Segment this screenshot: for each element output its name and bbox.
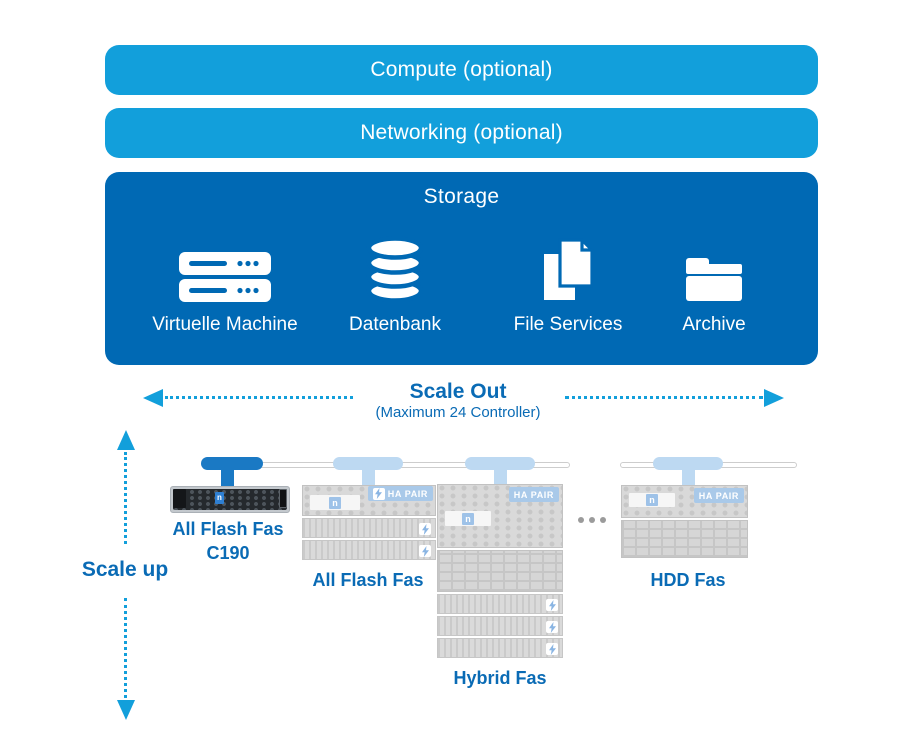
ha-pair-label: HA PAIR xyxy=(698,490,739,501)
scale-up-label: Scale up xyxy=(81,558,169,581)
database-icon xyxy=(310,232,480,302)
flash-bolt-icon xyxy=(419,545,431,557)
netapp-logo-icon: n xyxy=(329,496,341,509)
t-connector-hdd-fas-stem xyxy=(682,467,695,487)
aff-controller-shelf: n HA PAIR xyxy=(302,485,436,516)
workload-virtuelle-machine: Virtuelle Machine xyxy=(140,232,310,352)
flash-bolt-icon xyxy=(546,599,558,611)
networking-layer-bar: Networking (optional) xyxy=(105,108,818,158)
compute-layer-label: Compute (optional) xyxy=(370,58,553,81)
storage-layer-box: Storage Virtuelle Machine xyxy=(105,172,818,365)
workload-label: Datenbank xyxy=(349,314,441,335)
scale-out-left-arrowhead-icon xyxy=(143,389,163,407)
device-hybrid-fas: HA PAIR n xyxy=(437,484,563,658)
workload-label: File Services xyxy=(513,314,623,335)
workload-datenbank: Datenbank xyxy=(310,232,480,352)
device-label-line2: C190 xyxy=(206,543,250,563)
t-connector-hybrid-fas xyxy=(465,457,535,470)
scale-up-top-arrowhead-icon xyxy=(117,430,135,450)
netapp-logo-tab: n xyxy=(310,495,360,510)
hdd-drive-shelf xyxy=(621,520,748,558)
aff-flash-shelf xyxy=(302,540,436,560)
ha-pair-label: HA PAIR xyxy=(513,489,554,500)
ha-pair-badge: HA PAIR xyxy=(693,488,744,503)
flash-bolt-icon xyxy=(419,523,431,535)
flash-bolt-icon xyxy=(546,643,558,655)
device-label-hybrid-fas: Hybrid Fas xyxy=(453,668,547,688)
scale-up-upper-dotted-line xyxy=(124,452,127,544)
scale-out-title: Scale Out xyxy=(409,380,507,403)
aff-flash-shelf xyxy=(302,518,436,538)
device-hdd-fas: n HA PAIR xyxy=(621,485,748,558)
hybrid-flash-shelf xyxy=(437,594,563,614)
scale-up-bottom-arrowhead-icon xyxy=(117,700,135,720)
hybrid-controller-shelf: HA PAIR n xyxy=(437,484,563,548)
netapp-logo-icon: n xyxy=(215,492,224,504)
compute-layer-bar: Compute (optional) xyxy=(105,45,818,95)
c190-left-panel xyxy=(173,489,186,508)
scale-up-lower-dotted-line xyxy=(124,598,127,698)
netapp-logo-tab: n xyxy=(445,511,491,526)
device-all-flash-fas: n HA PAIR xyxy=(302,485,436,560)
workload-label: Virtuelle Machine xyxy=(152,314,298,335)
networking-layer-label: Networking (optional) xyxy=(360,121,563,144)
t-connector-c190-stem xyxy=(221,467,234,487)
flash-bolt-icon xyxy=(546,621,558,633)
c190-right-handle xyxy=(279,489,287,508)
t-connector-hybrid-fas-stem xyxy=(494,467,507,487)
ha-pair-badge: HA PAIR xyxy=(508,487,559,502)
netapp-logo-icon: n xyxy=(646,494,658,506)
server-icon xyxy=(140,232,310,302)
device-label-line1: All Flash Fas xyxy=(172,519,284,539)
workload-file-services: File Services xyxy=(483,232,653,352)
scale-out-subtitle: (Maximum 24 Controller) xyxy=(375,404,541,421)
hybrid-flash-shelf xyxy=(437,616,563,636)
ellipsis-dots xyxy=(578,517,606,523)
netapp-logo-icon: n xyxy=(462,512,474,525)
workload-archive: Archive xyxy=(629,232,799,352)
device-label-all-flash-fas: All Flash Fas xyxy=(312,570,424,590)
scale-out-right-arrowhead-icon xyxy=(764,389,784,407)
t-connector-all-flash-fas xyxy=(333,457,403,470)
documents-icon xyxy=(483,232,653,302)
ha-pair-badge: HA PAIR xyxy=(367,486,433,501)
hybrid-drive-shelf xyxy=(437,550,563,592)
c190-mesh-faceplate xyxy=(173,489,287,510)
folder-icon xyxy=(629,232,799,302)
t-connector-hdd-fas xyxy=(653,457,723,470)
scale-out-right-dotted-line xyxy=(565,396,763,399)
device-aff-c190: n xyxy=(170,486,290,513)
hybrid-flash-shelf xyxy=(437,638,563,658)
workload-label: Archive xyxy=(682,314,746,335)
flash-bolt-icon xyxy=(372,487,385,500)
hdd-controller-shelf: n HA PAIR xyxy=(621,485,748,518)
storage-title: Storage xyxy=(423,185,500,208)
device-label-aff-c190: All Flash Fas C190 xyxy=(158,517,298,565)
scale-out-left-dotted-line xyxy=(165,396,353,399)
ha-pair-label: HA PAIR xyxy=(387,488,428,499)
t-connector-all-flash-fas-stem xyxy=(362,467,375,487)
device-label-hdd-fas: HDD Fas xyxy=(650,570,726,590)
netapp-logo-tab: n xyxy=(629,493,675,507)
t-connector-c190 xyxy=(201,457,263,470)
